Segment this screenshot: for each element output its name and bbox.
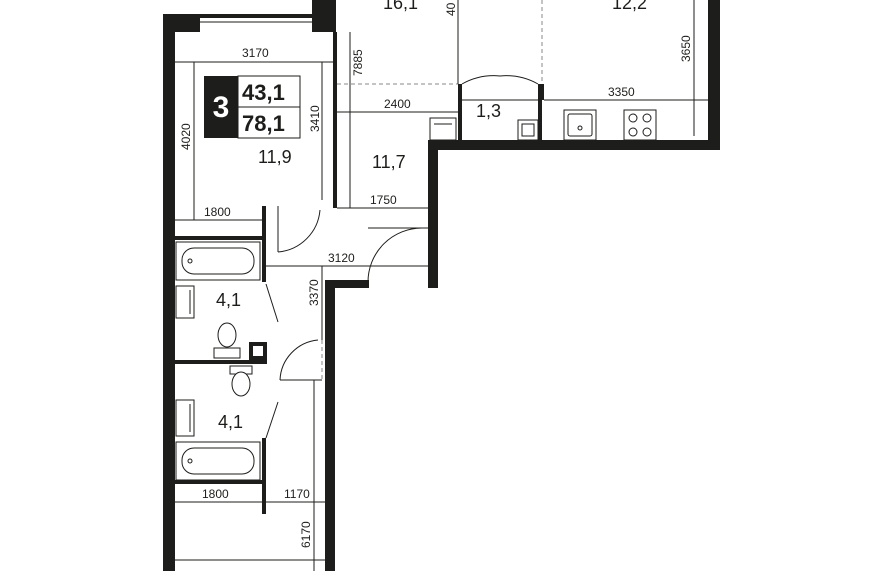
dim-3350: 3350 <box>608 85 635 99</box>
badge-total-area: 78,1 <box>242 111 285 136</box>
dim-7885: 7885 <box>351 49 365 76</box>
area-bath-upper: 4,1 <box>216 290 241 310</box>
area-room-top-center: 16,1 <box>383 0 418 13</box>
area-labels: 16,1 12,2 11,9 11,7 1,3 4,1 4,1 <box>216 0 647 432</box>
wall-closet-left <box>458 84 462 142</box>
wall-bath-divider <box>175 360 267 364</box>
dim-4020: 4020 <box>179 123 193 150</box>
dim-6170: 6170 <box>299 521 313 548</box>
dim-3410: 3410 <box>308 105 322 132</box>
wall-bath-upper-top <box>175 236 263 240</box>
sink-upper <box>175 285 195 319</box>
wall-kitchen-bottom <box>428 140 720 150</box>
thin-lines <box>175 21 538 561</box>
wall-bath-right-lower <box>262 438 266 514</box>
dim-2400: 2400 <box>384 97 411 111</box>
dim-1750: 1750 <box>370 193 397 207</box>
wall-right-outer-upper <box>708 0 720 150</box>
dim-3120: 3120 <box>328 251 355 265</box>
walls <box>163 0 720 571</box>
wall-closet-right <box>538 84 542 142</box>
wall-top-left-block <box>163 14 200 32</box>
fixtures <box>175 109 657 481</box>
wall-top-mid-block <box>312 0 336 32</box>
window-top-left <box>200 14 312 18</box>
area-bath-lower: 4,1 <box>218 412 243 432</box>
area-bedroom-left: 11,9 <box>258 147 292 167</box>
area-hall: 11,7 <box>372 152 406 172</box>
sink-lower <box>175 399 195 437</box>
wall-lower-vertical <box>325 280 335 571</box>
wall-kitchen-stub <box>540 84 544 100</box>
apartment-badge: 3 43,1 78,1 <box>204 75 301 139</box>
dimension-labels: 3170 4020 3410 7885 2400 40 3350 3650 18… <box>179 2 693 548</box>
dim-40: 40 <box>444 2 458 16</box>
dim-3650: 3650 <box>679 35 693 62</box>
area-kitchen: 12,2 <box>612 0 647 13</box>
dim-1800-top: 1800 <box>204 205 231 219</box>
dim-3370: 3370 <box>307 279 321 306</box>
dim-3170: 3170 <box>242 46 269 60</box>
wall-partition-vertical-upper <box>333 32 337 208</box>
doors <box>277 75 539 381</box>
toilet-upper <box>213 347 241 359</box>
dim-1170: 1170 <box>284 487 310 501</box>
wall-left-outer <box>163 14 175 571</box>
kitchen-stove <box>623 109 657 141</box>
wall-bath-lower-bottom <box>175 480 265 484</box>
area-closet: 1,3 <box>476 101 501 121</box>
wall-bath-right-upper <box>262 206 266 282</box>
dim-1800-bottom: 1800 <box>202 487 229 501</box>
zone-dashes <box>321 0 543 380</box>
badge-rooms-box <box>204 76 238 138</box>
badge-living-area: 43,1 <box>242 80 285 105</box>
wall-hall-right <box>428 140 438 288</box>
badge-rooms: 3 <box>213 91 230 124</box>
hall-sink <box>429 117 457 141</box>
dimension-lines <box>175 0 708 571</box>
wall-hall-bottom <box>325 280 369 288</box>
